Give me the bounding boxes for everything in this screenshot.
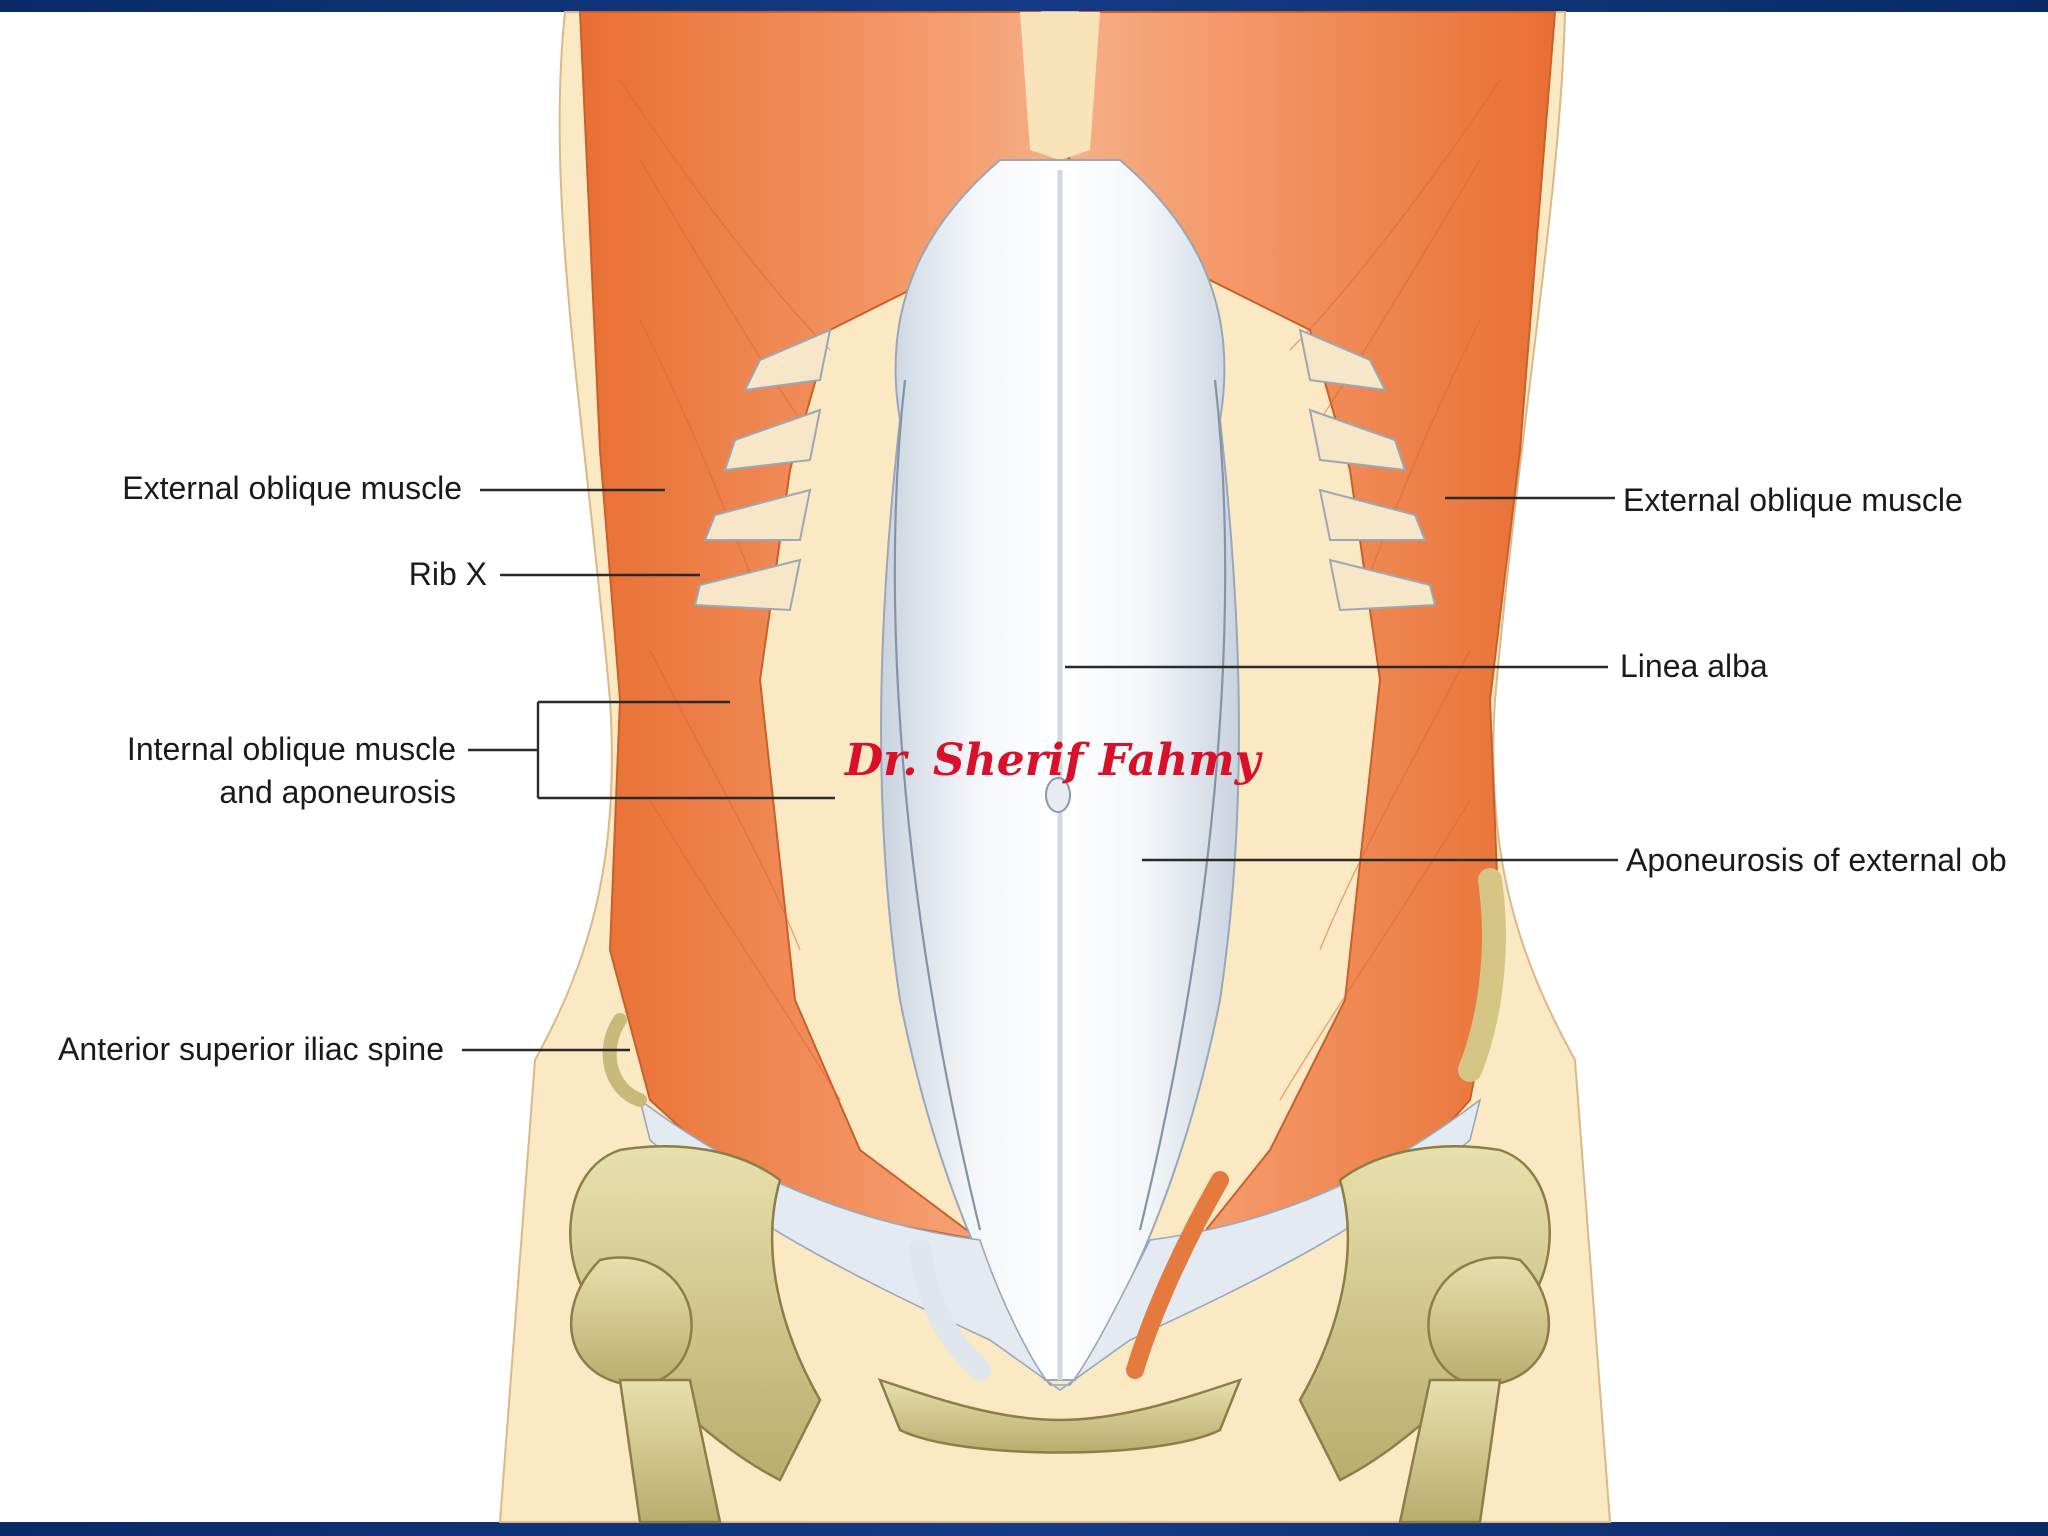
muscle-fibres — [619, 79, 1501, 1101]
label-linea-alba: Linea alba — [1620, 648, 1768, 684]
label-external-oblique-right: External oblique muscle — [1623, 482, 1963, 518]
label-aponeurosis-external: Aponeurosis of external ob — [1626, 842, 2007, 878]
top-frame-bar — [0, 0, 2048, 12]
umbilicus — [1045, 777, 1071, 813]
spermatic-cord-left — [909, 1239, 991, 1381]
semilunar-line-left — [893, 379, 982, 1231]
iliac-crest-right — [1298, 1145, 1551, 1482]
femur-shaft-left — [618, 1378, 722, 1524]
asis-right — [1458, 868, 1506, 1082]
aponeurosis-external-oblique — [638, 1098, 1482, 1391]
watermark: Dr. Sherif Fahmy — [843, 735, 1264, 786]
label-asis: Anterior superior iliac spine — [58, 1031, 444, 1067]
asis-left — [602, 1013, 647, 1107]
ribs-right — [1298, 328, 1437, 612]
pelvis — [569, 1145, 1551, 1524]
label-internal-oblique-line1: Internal oblique muscle — [127, 731, 456, 767]
label-internal-oblique-line2: and aponeurosis — [219, 774, 456, 810]
femur-shaft-right — [1398, 1378, 1502, 1524]
label-rib-x: Rib X — [409, 556, 487, 592]
pectoral-region — [1020, 12, 1100, 160]
semilunar-line-right — [1138, 379, 1227, 1231]
label-external-oblique-left: External oblique muscle — [122, 470, 462, 506]
leader-internal-oblique — [468, 700, 835, 800]
femur-head-right — [1427, 1256, 1550, 1387]
spermatic-cord-right — [1126, 1171, 1229, 1379]
pubis — [877, 1377, 1243, 1454]
iliac-crest-left — [569, 1145, 822, 1482]
femur-head-left — [570, 1256, 693, 1387]
ribs-left — [693, 328, 832, 612]
bottom-frame-bar — [0, 1522, 2048, 1536]
